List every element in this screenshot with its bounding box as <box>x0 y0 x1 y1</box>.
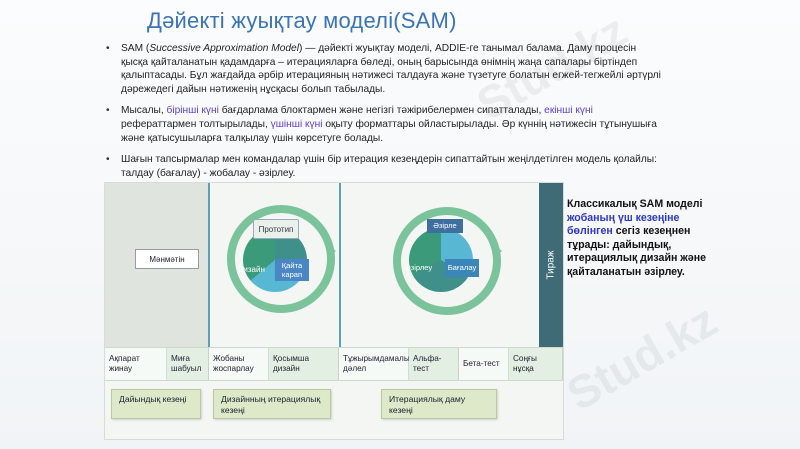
redesign-label: Қайта карап <box>281 261 303 279</box>
step-item: Миға шабуыл <box>167 348 209 380</box>
prototype-label: Прототип <box>253 219 299 239</box>
bullet-text: SAM ( <box>121 43 150 54</box>
bullet-item: Мысалы, бірінші күні бағдарлама блоктарм… <box>104 104 664 145</box>
bullet-text: ) — дәйекті жуықтау моделі, ADDIE-ге тан… <box>121 43 661 95</box>
phase-box: Итерациялық даму кезеңі <box>381 389 497 419</box>
rollout-bar: Тираж <box>539 183 563 347</box>
step-item: Альфа-тест <box>409 348 459 380</box>
bullet-text: Мысалы, <box>121 105 167 117</box>
caption-text: Классикалық SAM моделі <box>567 198 703 210</box>
highlight-text: екінші күні <box>544 105 593 117</box>
step-item: Ақпарат жинау <box>105 348 167 380</box>
design-label: Дизайн <box>238 265 265 274</box>
highlight-text: үшінші күні <box>270 118 323 130</box>
bullet-text-italic: Successive Approximation Model <box>149 43 299 54</box>
rollout-label: Тираж <box>545 250 557 280</box>
divider-line <box>208 183 210 347</box>
caption-text: сегіз кезеңнен тұрады: дайындық, итераци… <box>567 225 706 278</box>
bullet-text: Шағын тапсырмалар мен командалар үшін бі… <box>121 154 657 179</box>
arrow-icon <box>329 246 336 256</box>
evaluate-label: Бағалау <box>447 263 477 272</box>
bullet-text: рефераттармен толтырылады, <box>121 118 271 130</box>
diagram-caption: Классикалық SAM моделі жобаның үш кезеңі… <box>567 198 717 279</box>
bullet-text: бағдарлама блоктармен және негізгі тәжір… <box>218 105 545 117</box>
arrow-icon <box>495 246 502 256</box>
phase-box: Дайындық кезеңі <box>111 389 201 419</box>
highlight-text: бірінші күні <box>166 105 219 117</box>
context-box: Мәнмәтін <box>135 249 199 269</box>
development-cycle-ring <box>393 207 501 315</box>
development-label: Әзірлеу <box>405 263 433 272</box>
step-item: Тұжырымдамалық дәлел <box>339 348 413 380</box>
bullet-text: оқыту форматтары ойластырылады. Әр күнні… <box>121 118 657 144</box>
develop-box: Әзірле <box>427 219 463 233</box>
step-item: Жобаны жоспарлау <box>209 348 269 380</box>
step-item: Қосымша дизайн <box>269 348 339 380</box>
develop-label: Әзірле <box>433 221 457 230</box>
evaluate-box: Бағалау <box>445 259 479 277</box>
bullet-item: SAM (Successive Approximation Model) — д… <box>104 42 664 96</box>
slide-title: Дәйекті жуықтау моделі(SAM) <box>147 8 457 33</box>
steps-band: Ақпарат жинау Миға шабуыл Жобаны жоспарл… <box>105 347 563 381</box>
caption-highlight: жобаның үш кезеңіне бөлінген <box>567 211 680 238</box>
step-item: Соңғы нұсқа <box>509 348 563 380</box>
watermark: Stud.kz <box>557 293 726 421</box>
phase-box: Дизайнның итерациялық кезеңі <box>213 389 331 419</box>
bullet-item: Шағын тапсырмалар мен командалар үшін бі… <box>104 153 664 180</box>
sam-diagram: Мәнмәтін Прототип Қайта карап Дизайн Әзі… <box>104 182 564 440</box>
step-item: Бета-тест <box>459 348 509 380</box>
divider-line <box>339 183 341 347</box>
redesign-box: Қайта карап <box>275 259 309 281</box>
design-cycle-ring <box>227 205 335 313</box>
bullet-list: SAM (Successive Approximation Model) — д… <box>104 42 664 188</box>
